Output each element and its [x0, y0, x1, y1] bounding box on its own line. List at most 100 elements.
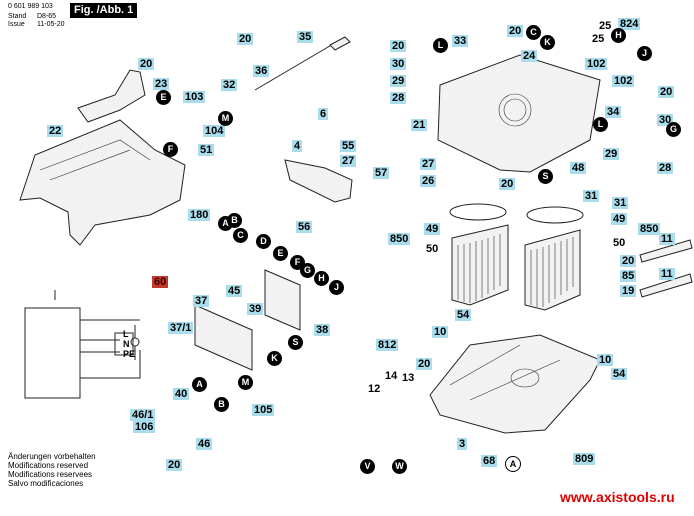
- part-label: 28: [390, 92, 407, 104]
- callout-e-icon: E: [156, 90, 171, 105]
- part-label: 824: [618, 18, 641, 30]
- part-label: 103: [183, 91, 206, 103]
- callout-j-icon: J: [637, 46, 652, 61]
- callout-a-icon: A: [505, 456, 521, 472]
- part-label: 45: [226, 285, 243, 297]
- callout-h-icon: H: [314, 271, 329, 286]
- part-label: 22: [47, 125, 64, 137]
- callout-d-icon: D: [256, 234, 271, 249]
- callout-c-icon: C: [233, 228, 248, 243]
- part-label: 25: [599, 20, 612, 32]
- part-label: 25: [592, 33, 605, 45]
- part-label: 24: [521, 50, 538, 62]
- part-label: 19: [620, 285, 637, 297]
- part-label: 31: [583, 190, 600, 202]
- callout-k-icon: K: [540, 35, 555, 50]
- part-label: 12: [368, 383, 381, 395]
- part-label: 60: [152, 276, 169, 288]
- part-label: 49: [424, 223, 441, 235]
- part-label: 10: [432, 326, 449, 338]
- part-label: 20: [138, 58, 155, 70]
- part-label: 10: [597, 354, 614, 366]
- part-label: 20: [166, 459, 183, 471]
- callout-m-icon: M: [218, 111, 233, 126]
- part-label: 102: [612, 75, 635, 87]
- terminal-n: N: [123, 339, 130, 349]
- callout-h-icon: H: [611, 28, 626, 43]
- note-de: Änderungen vorbehalten: [8, 452, 96, 461]
- part-label: 54: [611, 368, 628, 380]
- callout-b-icon: B: [227, 213, 242, 228]
- callout-b-icon: B: [214, 397, 229, 412]
- part-label: 50: [613, 237, 626, 249]
- part-label: 50: [426, 243, 439, 255]
- part-label: 57: [373, 167, 390, 179]
- part-label: 20: [499, 178, 516, 190]
- part-label: 21: [411, 119, 428, 131]
- issue-value: 11-05-20: [37, 21, 65, 28]
- part-label: 3: [457, 438, 468, 450]
- callout-m-icon: M: [238, 375, 253, 390]
- part-label: 20: [416, 358, 433, 370]
- part-label: 180: [188, 209, 211, 221]
- callout-l-icon: L: [593, 117, 608, 132]
- part-label: 31: [612, 197, 629, 209]
- part-label: 104: [203, 125, 226, 137]
- part-label: 812: [376, 339, 399, 351]
- part-label: 30: [390, 58, 407, 70]
- part-label: 40: [173, 388, 190, 400]
- handle-part: [77, 69, 146, 123]
- callout-v-icon: V: [360, 459, 375, 474]
- callout-g-icon: G: [300, 263, 315, 278]
- switch-panel-part: [194, 304, 253, 371]
- part-label: 37/1: [168, 322, 194, 334]
- callout-k-icon: K: [267, 351, 282, 366]
- part-label: 28: [657, 162, 674, 174]
- part-label: 11: [659, 268, 675, 280]
- part-label: 68: [481, 455, 498, 467]
- callout-a-icon: A: [192, 377, 207, 392]
- part-label: 39: [247, 303, 264, 315]
- part-label: 20: [658, 86, 675, 98]
- part-label: 106: [133, 421, 156, 433]
- part-label: 4: [292, 140, 303, 152]
- part-label: 850: [388, 233, 411, 245]
- part-label: 105: [252, 404, 275, 416]
- part-label: 809: [573, 453, 596, 465]
- part-label: 49: [611, 213, 628, 225]
- part-number: 0 601 989 103: [8, 3, 53, 10]
- filter-right: [524, 206, 584, 311]
- stand-label: Stand: [8, 13, 27, 20]
- part-label: 29: [603, 148, 620, 160]
- callout-c-icon: C: [526, 25, 541, 40]
- part-label: 20: [237, 33, 254, 45]
- circuit-board-part: [264, 269, 301, 331]
- issue-label: Issue: [8, 21, 25, 28]
- upper-housing-part: [437, 54, 601, 173]
- part-label: 37: [193, 295, 210, 307]
- callout-j-icon: J: [329, 280, 344, 295]
- part-label: 51: [198, 144, 215, 156]
- wiring-schematic: [24, 290, 141, 399]
- callout-s-icon: S: [538, 169, 553, 184]
- part-label: 46: [196, 438, 213, 450]
- watermark-link[interactable]: www.axistools.ru: [560, 489, 675, 505]
- part-label: 6: [318, 108, 329, 120]
- note-en: Modifications reserved: [8, 461, 89, 470]
- terminal-pe: PE: [123, 349, 136, 359]
- callout-e-icon: E: [273, 246, 288, 261]
- part-label: 35: [297, 31, 314, 43]
- stand-value: D8-65: [37, 13, 57, 20]
- part-label: 46/1: [130, 409, 156, 421]
- part-label: 850: [638, 223, 661, 235]
- part-label: 20: [620, 255, 637, 267]
- part-label: 27: [340, 155, 357, 167]
- callout-w-icon: W: [392, 459, 407, 474]
- part-label: 36: [253, 65, 270, 77]
- note-fr: Modifications reservees: [8, 470, 93, 479]
- callout-l-icon: L: [433, 38, 448, 53]
- cover-part: [19, 119, 186, 246]
- part-label: 13: [402, 372, 415, 384]
